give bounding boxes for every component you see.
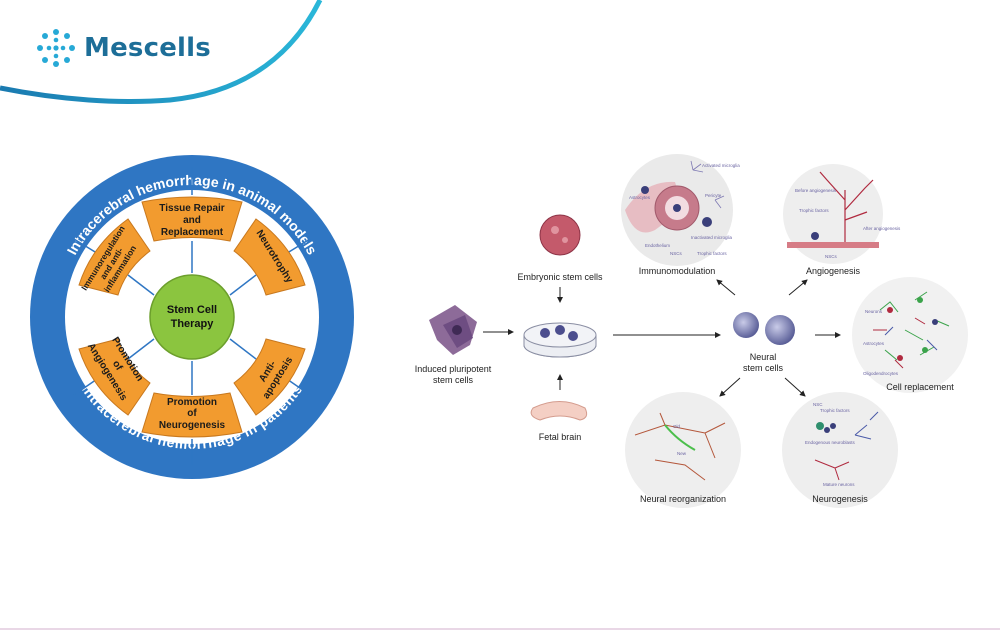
new-label: New [677, 451, 687, 456]
neural-reorganization-panel: Old New Neural reorganization [625, 392, 741, 508]
brand[interactable]: Mescells [36, 28, 211, 68]
trophic-factors-label: Trophic factors [697, 251, 727, 256]
hub-label-line2: stem cells [743, 363, 784, 373]
segment-angiogenesis [78, 338, 151, 416]
neural-stem-cell-2 [765, 315, 795, 345]
mature-neurons-label: Mature neurons [823, 482, 855, 487]
esc-label: Embryonic stem cells [517, 272, 603, 282]
brand-name: Mescells [84, 33, 211, 63]
trophic-factors-label-2: Trophic factors [799, 208, 829, 213]
after-angiogenesis-label: After angiogenesis [863, 226, 901, 231]
activated-microglia-label: Activated microglia [702, 163, 740, 168]
oligodendrocytes-label: Oligodendrocytes [863, 371, 899, 376]
cell-replacement-panel: Neurons Astrocytes Oligodendrocytes Cell… [852, 277, 968, 393]
tissue-repair-line1: Tissue Repair [159, 203, 225, 214]
segment-tissue-repair [141, 196, 243, 242]
inactivated-microglia-label: Inactivated microglia [691, 235, 733, 240]
hub-label-line1: Neural [750, 352, 777, 362]
nscs-label-2: NSCs [825, 254, 838, 259]
outcome-arrows [716, 279, 841, 397]
immunomodulation-panel: Activated microglia Pericyte Astrocytes … [621, 154, 740, 276]
fetal-brain-label: Fetal brain [539, 432, 582, 442]
tissue-repair-line3: Replacement [161, 227, 224, 238]
neural-reorganization-label: Neural reorganization [640, 494, 726, 504]
nsc-label: NSC [813, 402, 823, 407]
center-label-line2: Therapy [171, 318, 215, 330]
stem-cell-therapy-center [149, 274, 235, 360]
header-swoosh [0, 0, 323, 104]
astrocytes-label-2: Astrocytes [863, 341, 885, 346]
neurogenesis-line3: Neurogenesis [159, 420, 226, 431]
nscs-label: NSCs [670, 251, 683, 256]
neurons-label: Neurons [865, 309, 883, 314]
neurogenesis-panel: NSC Trophic factors Endogenous neuroblas… [782, 392, 898, 508]
old-label: Old [673, 424, 681, 429]
fetal-brain-image [530, 401, 588, 421]
before-angiogenesis-label: Before angiogenesis [795, 188, 837, 193]
tissue-repair-line2: and [183, 215, 201, 226]
petri-dish-icon [523, 322, 597, 358]
endothelium-label: Endothelium [645, 243, 670, 248]
immunomodulation-label: Immunomodulation [639, 266, 716, 276]
embryonic-stem-cell-image [539, 214, 581, 256]
segment-neurogenesis [141, 392, 243, 438]
segment-anti-apoptosis [233, 338, 306, 416]
ipsc-image [429, 305, 477, 355]
stem-cell-therapy-diagram: Intracerebral hemorrhage in animal model… [30, 155, 354, 479]
trophic-factors-label-3: Trophic factors [820, 408, 850, 413]
endogenous-neuroblasts-label: Endogenous neuroblasts [805, 440, 856, 445]
neural-stem-cell-1 [733, 312, 759, 338]
therapy-segments [78, 196, 306, 438]
cell-replacement-label: Cell replacement [886, 382, 954, 392]
neural-stem-cell-diagram: Induced pluripotent stem cells Embryonic… [415, 154, 968, 508]
ipsc-label-line1: Induced pluripotent [415, 364, 492, 374]
astrocytes-label: Astrocytes [629, 195, 651, 200]
angiogenesis-panel: Before angiogenesis After angiogenesis T… [783, 164, 901, 276]
segment-neurotrophy [233, 218, 306, 296]
neurogenesis-line2: of [187, 408, 197, 419]
pericyte-label: Pericyte [705, 193, 722, 198]
center-label-line1: Stem Cell [167, 304, 217, 316]
angiogenesis-label: Angiogenesis [806, 266, 861, 276]
segment-immunoregulation [78, 218, 151, 296]
dotted-circle-logo-icon [37, 29, 75, 67]
footer-divider [0, 628, 1000, 630]
ipsc-label-line2: stem cells [433, 375, 474, 385]
neurogenesis-label: Neurogenesis [812, 494, 868, 504]
neurogenesis-line1: Promotion [167, 397, 217, 408]
